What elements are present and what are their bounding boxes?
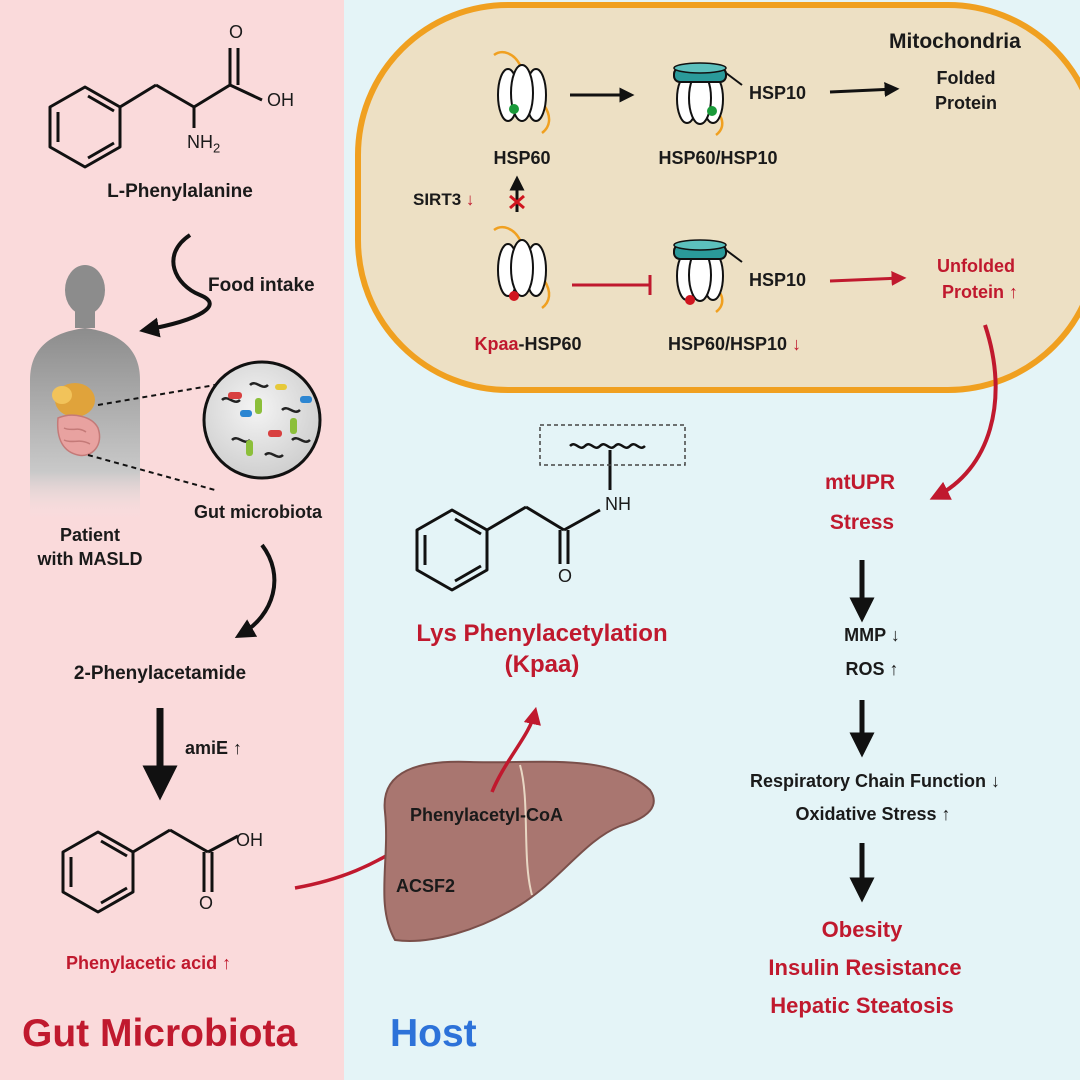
- blocked-x-icon: [509, 194, 525, 210]
- obesity-label: Obesity: [821, 917, 903, 942]
- zoom-line-bottom: [87, 454, 216, 491]
- hsp10-label-top: HSP10: [749, 83, 807, 103]
- complex-label-top: HSP60/HSP10: [658, 148, 778, 168]
- mitochondria-title: Mitochondria: [889, 30, 1021, 53]
- arrow-food-intake: [139, 233, 212, 338]
- gut-microbiota-icon: [202, 360, 322, 480]
- o-label: O: [229, 22, 244, 42]
- hsp10-label-bottom: HSP10: [749, 270, 807, 290]
- resp-down-icon: ↓: [991, 771, 1001, 791]
- lys-phenylacetylation-label: Lys Phenylacetylation: [416, 620, 668, 647]
- acsf2-label: ACSF2: [396, 876, 456, 896]
- arrow-complex-to-folded: [829, 81, 900, 97]
- sirt3-down-icon: ↓: [465, 190, 475, 209]
- phenylacetamide-label: 2-Phenylacetamide: [73, 663, 247, 684]
- oxidative-stress-label: Oxidative Stress ↑: [795, 804, 951, 824]
- host-title: Host: [390, 1012, 477, 1055]
- complex-down-icon: ↓: [792, 334, 802, 354]
- hsp60-label: HSP60: [493, 148, 551, 168]
- arrow-unfolded-to-mtupr: [929, 324, 998, 500]
- respiratory-chain-label: Respiratory Chain Function ↓: [749, 771, 1001, 791]
- nh-label: NH: [605, 494, 631, 514]
- zoom-line-top: [97, 384, 216, 406]
- l-phenylalanine-label: L-Phenylalanine: [107, 181, 253, 202]
- hsp60-hsp10-complex-reduced-icon: [673, 239, 743, 313]
- unfolded-label-line1: Unfolded: [937, 256, 1015, 276]
- phenylacetic-acid-label: Phenylacetic acid ↑: [66, 953, 232, 973]
- arrow-coa-to-kpaa: [490, 706, 541, 793]
- kpaa-hsp60-label: Kpaa-HSP60: [474, 334, 582, 354]
- food-intake-label: Food intake: [208, 275, 315, 296]
- oh-label-1: OH: [267, 90, 294, 110]
- patient-label-line2: with MASLD: [37, 549, 143, 569]
- folded-label-line2: Protein: [934, 93, 998, 113]
- patient-silhouette: [30, 265, 140, 520]
- mmp-label: MMP ↓: [844, 625, 900, 645]
- unfolded-label-line2: Protein ↑: [941, 282, 1019, 302]
- gut-microbiota-label: Gut microbiota: [193, 502, 323, 522]
- insulin-resistance-label: Insulin Resistance: [768, 955, 962, 980]
- complex-label-bottom: HSP60/HSP10 ↓: [668, 334, 802, 354]
- oxid-up-icon: ↑: [941, 804, 951, 824]
- hsp60-hsp10-complex-icon: [673, 62, 743, 136]
- o-label-2: O: [199, 893, 214, 913]
- phenylacetic-acid-structure: [61, 828, 239, 914]
- gut-microbiota-title: Gut Microbiota: [22, 1012, 298, 1055]
- mtupr-label: mtUPR: [824, 471, 896, 494]
- ros-up-icon: ↑: [889, 659, 899, 679]
- l-phenylalanine-structure: [48, 48, 263, 169]
- ros-label: ROS ↑: [845, 659, 899, 679]
- o-label-3: O: [558, 566, 573, 586]
- mmp-down-icon: ↓: [890, 625, 900, 645]
- amie-label: amiE ↑: [185, 738, 243, 758]
- hepatic-steatosis-label: Hepatic Steatosis: [770, 993, 954, 1018]
- hsp60-icon: [493, 51, 551, 134]
- unfolded-up-icon: ↑: [1009, 282, 1019, 302]
- nh2-label: NH2: [187, 132, 221, 156]
- oh-label-2: OH: [236, 830, 263, 850]
- stress-label: Stress: [829, 511, 895, 534]
- patient-label-line1: Patient: [59, 525, 121, 545]
- kpaa-label: (Kpaa): [504, 651, 580, 678]
- lysine-dashed-box: [539, 424, 686, 466]
- arrow-microbiota-to-phenylacetamide: [234, 543, 277, 638]
- liver-icon: [383, 760, 655, 942]
- kpaa-structure: [415, 443, 646, 592]
- amie-up-icon: ↑: [233, 738, 243, 758]
- kpaa-hsp60-icon: [493, 226, 551, 309]
- sirt3-label: SIRT3 ↓: [413, 190, 475, 209]
- arrow-to-unfolded: [829, 270, 907, 286]
- phenylacetic-up-icon: ↑: [222, 953, 232, 973]
- phenylacetyl-coa-label: Phenylacetyl-CoA: [410, 805, 564, 825]
- gut-microbiota-panel: [0, 0, 344, 1080]
- folded-label-line1: Folded: [936, 68, 996, 88]
